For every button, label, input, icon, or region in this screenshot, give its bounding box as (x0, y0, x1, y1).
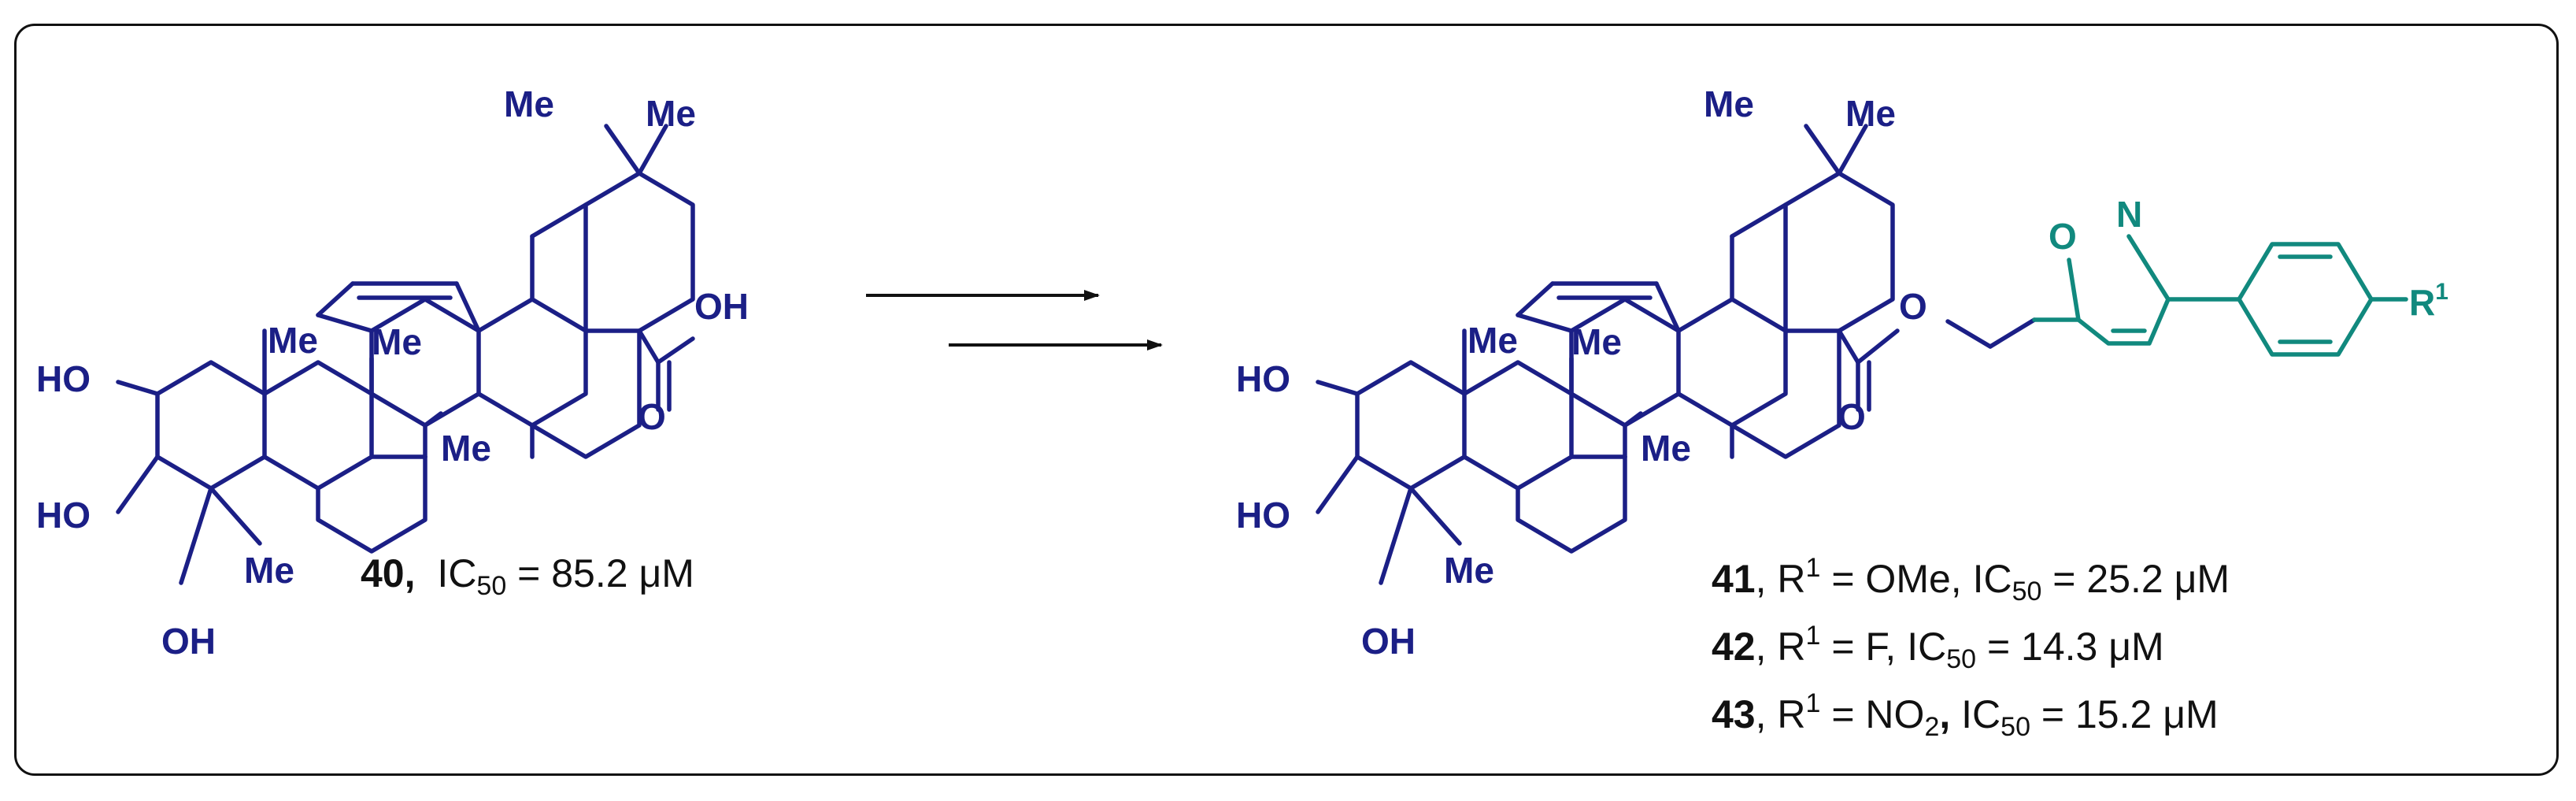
methyl-label: Me (372, 321, 422, 362)
methyl-label: Me (646, 93, 696, 134)
hydroxyl-label: OH (694, 286, 749, 327)
compound-41-caption: 41, R1 = OMe, IC50 = 25.2 μM (1712, 553, 2230, 606)
methyl-label: Me (1641, 428, 1691, 469)
carbonyl-oxygen-label: O (1838, 396, 1866, 437)
methyl-label: Me (1704, 83, 1754, 124)
ring-bonds (116, 124, 695, 585)
hydroxyl-label: HO (36, 495, 91, 536)
methyl-label: Me (244, 550, 294, 591)
methyl-label: Me (1468, 320, 1518, 361)
reaction-arrows (866, 290, 1163, 350)
methyl-label: Me (268, 320, 318, 361)
isoxazole-oxygen-label: O (2049, 216, 2077, 257)
methyl-label: Me (1444, 550, 1494, 591)
ring-bonds (1316, 124, 2037, 585)
scheme-frame (14, 24, 2559, 776)
hydroxyl-label: OH (161, 621, 216, 662)
compound-42-caption: 42, R1 = F, IC50 = 14.3 μM (1712, 621, 2164, 674)
compound-43-caption: 43, R1 = NO2, IC50 = 15.2 μM (1712, 688, 2219, 742)
r1-label: R1 (2409, 279, 2448, 323)
methyl-label: Me (1571, 321, 1622, 362)
isoxazole-aryl-fragment (2032, 234, 2408, 357)
carbonyl-oxygen-label: O (638, 396, 666, 437)
atom-labels: Me Me O O Me Me Me HO HO Me OH O N R1 (1236, 83, 2448, 662)
hydroxyl-label: HO (36, 358, 91, 399)
ester-oxygen-label: O (1899, 286, 1927, 327)
compound-40-structure: Me Me OH O Me Me Me HO HO Me OH (36, 83, 749, 662)
compound-40-caption: 40, IC50 = 85.2 μM (361, 551, 694, 601)
product-captions: 41, R1 = OMe, IC50 = 25.2 μM 42, R1 = F,… (1712, 553, 2230, 742)
methyl-label: Me (441, 428, 491, 469)
hydroxyl-label: HO (1236, 358, 1290, 399)
atom-labels: Me Me OH O Me Me Me HO HO Me OH (36, 83, 749, 662)
compound-number: 40, (361, 551, 416, 595)
product-structure: Me Me O O Me Me Me HO HO Me OH O N R1 (1236, 83, 2448, 662)
methyl-label: Me (1845, 93, 1896, 134)
isoxazole-nitrogen-label: N (2116, 194, 2142, 235)
hydroxyl-label: HO (1236, 495, 1290, 536)
hydroxyl-label: OH (1361, 621, 1416, 662)
methyl-label: Me (504, 83, 554, 124)
